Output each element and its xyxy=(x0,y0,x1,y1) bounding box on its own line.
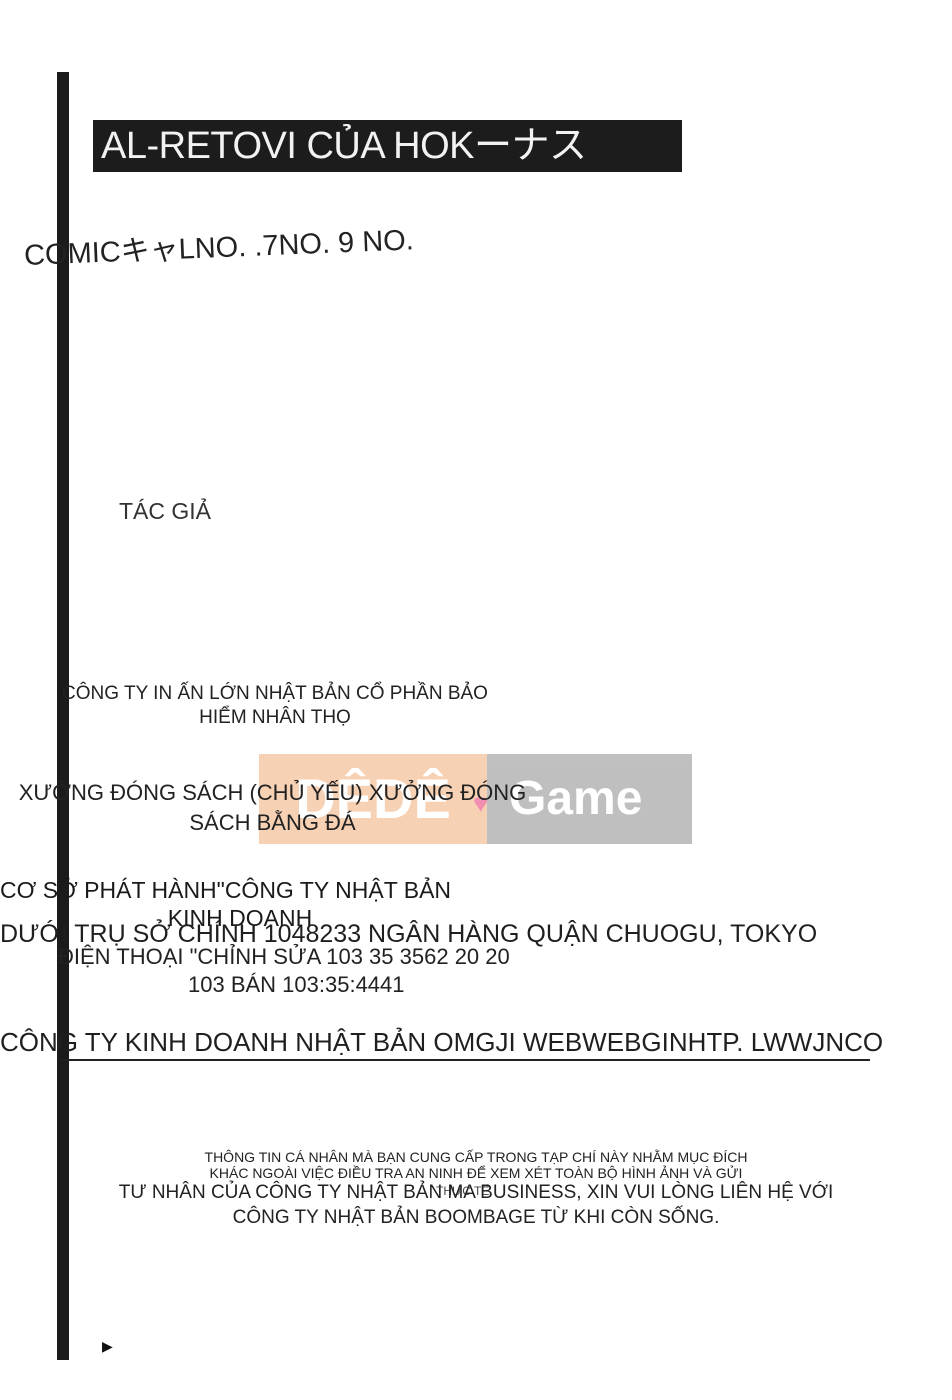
title-banner: AL-RETOVI CỦA HOKーナス xyxy=(93,120,682,172)
privacy-large-line-1: TƯ NHÂN CỦA CÔNG TY NHẬT BẢN MA BUSINESS… xyxy=(118,1182,834,1203)
watermark-left-text: DÊDÊ xyxy=(259,754,487,844)
privacy-small-line-1: THÔNG TIN CÁ NHÂN MÀ BẠN CUNG CẤP TRONG … xyxy=(204,1149,748,1165)
phone-line: ĐIỆN THOẠI "CHỈNH SỬA 103 35 3562 20 20 xyxy=(58,944,510,969)
privacy-overlap-text: THỰC TẾ xyxy=(436,1184,490,1198)
publisher-line-2: KINH DOANH xyxy=(167,905,313,931)
privacy-large-line-2: CÔNG TY NHẬT BẢN BOOMBAGE TỪ KHI CÒN SỐN… xyxy=(232,1207,720,1228)
website-underline xyxy=(62,1059,870,1061)
author-label: TÁC GIẢ xyxy=(119,498,212,524)
corner-arrow-icon: ▶ xyxy=(102,1338,113,1354)
privacy-notice-small: THÔNG TIN CÁ NHÂN MÀ BẠN CUNG CẤP TRONG … xyxy=(190,1149,762,1181)
printer-line-2: HIỂM NHÂN THỌ xyxy=(199,707,351,728)
publisher-credit: CƠ SỞ PHÁT HÀNH"CÔNG TY NHẬT BẢN KINH DO… xyxy=(0,876,480,932)
address-line: DƯỚI TRỤ SỞ CHÍNH 1048233 NGÂN HÀNG QUẬN… xyxy=(0,920,818,948)
fax-line: 103 BÁN 103:35:4441 xyxy=(188,972,405,997)
heart-icon: ♥ xyxy=(473,788,489,818)
printer-credit: CÔNG TY IN ẤN LỚN NHẬT BẢN CỔ PHẦN BẢO H… xyxy=(40,682,510,730)
watermark-logo: DÊDÊ Game ♥ xyxy=(259,754,692,844)
publisher-line-1: CƠ SỞ PHÁT HÀNH"CÔNG TY NHẬT BẢN xyxy=(0,877,452,903)
bindery-line-1: XƯỞNG ĐÓNG SÁCH (CHỦ YẾU) XƯỞNG ĐÓNG xyxy=(18,780,527,805)
watermark-right-text: Game xyxy=(487,754,692,844)
issue-line: COMICキャLNO. .7NO. 9 NO. xyxy=(23,224,415,272)
binding-spine-bar xyxy=(57,72,69,1360)
privacy-notice-large: TƯ NHÂN CỦA CÔNG TY NHẬT BẢN MA BUSINESS… xyxy=(90,1180,862,1230)
printer-line-1: CÔNG TY IN ẤN LỚN NHẬT BẢN CỔ PHẦN BẢO xyxy=(62,683,488,704)
privacy-small-line-2: KHÁC NGOÀI VIỆC ĐIỀU TRA AN NINH ĐỂ XEM … xyxy=(209,1165,743,1181)
bindery-credit: XƯỞNG ĐÓNG SÁCH (CHỦ YẾU) XƯỞNG ĐÓNG SÁC… xyxy=(0,778,545,838)
website-line: CÔNG TY KINH DOANH NHẬT BẢN OMGJI WEBWEB… xyxy=(0,1027,884,1057)
bindery-line-2: SÁCH BẰNG ĐÁ xyxy=(189,810,356,835)
